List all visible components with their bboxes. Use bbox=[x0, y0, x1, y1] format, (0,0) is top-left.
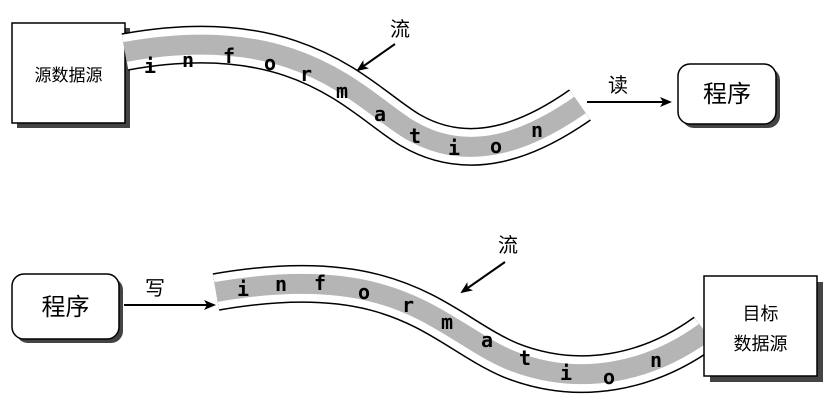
write-label: 写 bbox=[145, 276, 165, 300]
target-box-line2: 数据源 bbox=[734, 334, 788, 355]
read-label: 读 bbox=[608, 73, 628, 97]
bottom-stream-letters: i n f o r m a t i o n bbox=[237, 271, 662, 389]
bottom-stream-letter-3: f bbox=[314, 271, 326, 295]
top-stream-letter-9: i bbox=[448, 136, 460, 160]
bottom-stream-letter-5: r bbox=[402, 293, 414, 317]
top-flow-label: 流 bbox=[390, 17, 410, 41]
bottom-program-label: 程序 bbox=[42, 293, 90, 321]
top-stream-letter-6: m bbox=[336, 79, 348, 103]
bottom-flow-label: 流 bbox=[498, 233, 518, 257]
bottom-stream-letter-11: n bbox=[650, 348, 662, 372]
bottom-stream-letter-8: t bbox=[519, 346, 531, 370]
top-stream-letter-2: n bbox=[182, 48, 194, 72]
source-box-label: 源数据源 bbox=[35, 66, 103, 86]
bottom-stream-letter-9: i bbox=[560, 361, 572, 385]
bottom-flow-arrow bbox=[460, 261, 506, 294]
bottom-program-box bbox=[11, 273, 120, 340]
bottom-stream-letter-7: a bbox=[481, 328, 493, 352]
top-stream-letter-7: a bbox=[374, 102, 386, 126]
top-stream-letter-5: r bbox=[300, 62, 312, 86]
top-stream-letter-8: t bbox=[409, 124, 421, 148]
target-box-line1: 目标 bbox=[743, 304, 779, 325]
source-box bbox=[11, 22, 126, 124]
bottom-stream bbox=[212, 264, 717, 394]
bottom-stream-letter-4: o bbox=[358, 280, 370, 304]
top-stream-letter-4: o bbox=[264, 51, 276, 75]
bottom-stream-letter-6: m bbox=[441, 310, 453, 334]
top-flow-arrow bbox=[356, 43, 396, 72]
top-stream-band bbox=[123, 34, 586, 157]
top-program-label: 程序 bbox=[703, 80, 751, 108]
top-stream-letter-10: o bbox=[490, 134, 502, 158]
top-stream bbox=[121, 25, 591, 166]
bottom-stream-band bbox=[214, 273, 711, 385]
target-box bbox=[703, 275, 818, 377]
top-stream-letter-1: i bbox=[144, 54, 156, 78]
bottom-stream-letter-10: o bbox=[603, 365, 615, 389]
top-program-box bbox=[677, 63, 777, 125]
bottom-stream-letter-2: n bbox=[275, 272, 287, 296]
top-stream-letter-3: f bbox=[223, 44, 235, 68]
bottom-stream-letter-1: i bbox=[237, 277, 249, 301]
top-stream-letter-11: n bbox=[531, 118, 543, 142]
